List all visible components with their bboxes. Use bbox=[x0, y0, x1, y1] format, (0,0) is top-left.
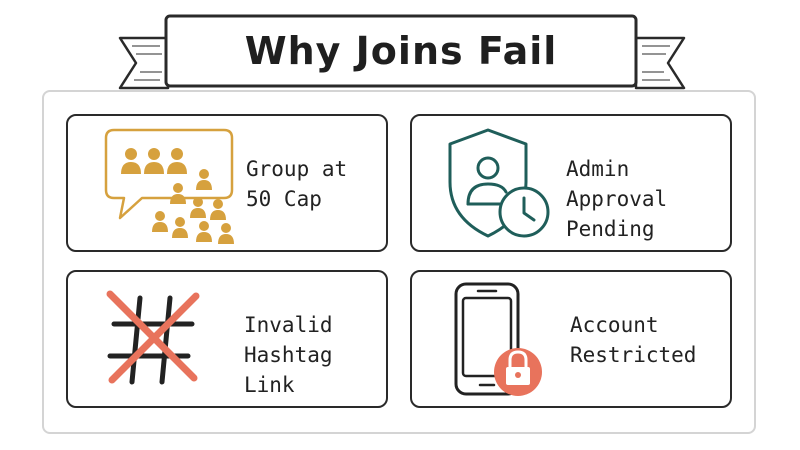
card-account-restricted: Account Restricted bbox=[410, 270, 732, 408]
card-label: Account Restricted bbox=[570, 313, 697, 367]
card-invalid-hashtag: Invalid Hashtag Link bbox=[66, 270, 388, 408]
card-admin-approval: Admin Approval Pending bbox=[410, 114, 732, 252]
card-label: Group at 50 Cap bbox=[246, 157, 348, 211]
card-label: Admin Approval Pending bbox=[566, 157, 668, 241]
card-group-cap: Group at 50 Cap bbox=[66, 114, 388, 252]
page-title: Why Joins Fail bbox=[244, 29, 558, 73]
title-banner bbox=[118, 14, 686, 90]
crossed-hashtag-icon bbox=[106, 290, 200, 385]
group-chat-people-icon bbox=[104, 128, 234, 244]
card-label: Invalid Hashtag Link bbox=[244, 313, 333, 397]
shield-user-clock-icon bbox=[448, 128, 550, 238]
phone-lock-icon bbox=[454, 282, 542, 396]
